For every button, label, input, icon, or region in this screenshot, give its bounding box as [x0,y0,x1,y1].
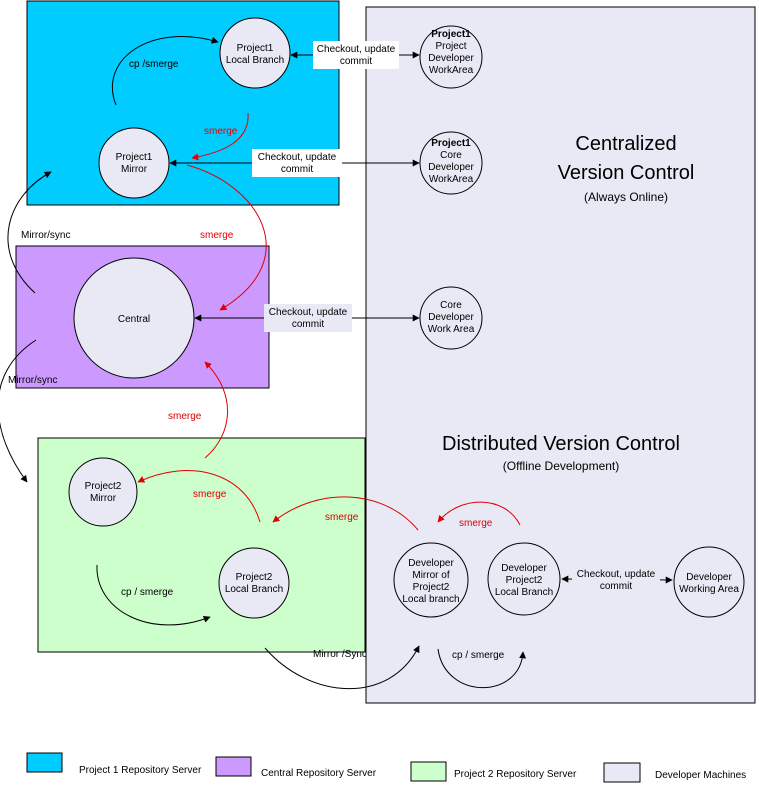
svg-text:Working Area: Working Area [679,584,739,595]
edge-mirror-sync-1 [7,171,52,294]
edge-label-smerge-2: smerge [200,230,234,241]
svg-text:Project1: Project1 [431,138,471,149]
svg-text:Project2: Project2 [506,575,543,586]
node-developer-project2-local-branch[interactable]: Developer Project2 Local Branch [487,542,561,616]
legend-item-central: Central Repository Server [215,756,377,779]
svg-text:Local Branch: Local Branch [225,584,283,595]
distributed-title: Distributed Version Control [442,433,680,455]
legend: Project 1 Repository Server Central Repo… [26,752,746,783]
svg-text:Developer: Developer [428,312,474,323]
svg-text:WorkArea: WorkArea [429,65,474,76]
svg-text:Project: Project [435,41,466,52]
svg-text:Project2: Project2 [413,582,450,593]
svg-text:Developer: Developer [428,162,474,173]
edge-smerge-2 [186,164,267,311]
svg-text:Developer: Developer [428,53,474,64]
edge-label-checkout-4-line1: Checkout, update [577,569,656,580]
edge-smerge-1 [191,112,249,161]
svg-text:Developer Machines: Developer Machines [655,770,746,781]
edge-label-checkout-3-line1: Checkout, update [269,307,348,318]
svg-text:Mirror of: Mirror of [412,570,449,581]
svg-text:Project1: Project1 [116,152,153,163]
svg-text:Project2: Project2 [85,481,122,492]
edge-label-checkout-2-line1: Checkout, update [258,152,337,163]
svg-text:Project 1 Repository Server: Project 1 Repository Server [79,765,202,776]
edge-label-checkout-4-line2: commit [600,581,632,592]
edge-label-mirror-sync-3: Mirror /Sync [313,649,367,660]
node-project2-local-branch[interactable]: Project2 Local Branch [218,547,290,619]
legend-item-project2: Project 2 Repository Server [410,761,577,782]
svg-text:Developer: Developer [686,572,732,583]
svg-text:Work Area: Work Area [428,324,475,335]
svg-text:Developer: Developer [408,558,454,569]
svg-text:Project 2 Repository Server: Project 2 Repository Server [454,769,577,780]
svg-text:Central: Central [118,314,150,325]
centralized-title: Centralized [575,133,676,155]
edge-label-checkout-3-line2: commit [292,319,324,330]
edge-label-smerge-4: smerge [193,489,227,500]
svg-text:Developer: Developer [501,563,547,574]
edge-label-smerge-5: smerge [325,512,359,523]
legend-item-project1: Project 1 Repository Server [26,752,202,776]
node-developer-working-area[interactable]: Developer Working Area [673,546,745,618]
svg-text:Mirror: Mirror [90,493,117,504]
node-project1-core-developer-workarea[interactable]: Project1 Core Developer WorkArea [419,131,483,195]
edge-smerge-4 [137,470,261,523]
edge-label-checkout-1-line1: Checkout, update [317,44,396,55]
node-central[interactable]: Central [73,257,195,379]
node-project1-local-branch[interactable]: Project1 Local Branch [219,17,291,89]
svg-text:Project2: Project2 [236,572,273,583]
svg-text:Core: Core [440,150,462,161]
edge-mirror-sync-3 [264,645,420,690]
node-project2-mirror[interactable]: Project2 Mirror [68,457,138,527]
svg-text:Local Branch: Local Branch [495,587,553,598]
edge-label-cp-smerge-dev: cp / smerge [452,650,505,661]
edge-label-cp-smerge-top: cp /smerge [129,59,179,70]
edge-label-smerge-6: smerge [459,518,493,529]
node-project1-mirror[interactable]: Project1 Mirror [98,127,170,199]
svg-text:Core: Core [440,300,462,311]
node-developer-mirror-of-project2[interactable]: Developer Mirror of Project2 Local branc… [393,542,469,618]
edge-smerge-6 [437,501,521,526]
svg-text:WorkArea: WorkArea [429,174,474,185]
edge-cp-smerge-dev [437,648,527,689]
centralized-subtitle: (Always Online) [584,190,668,204]
svg-text:Local branch: Local branch [402,594,459,605]
distributed-subtitle: (Offline Development) [503,459,620,473]
edge-smerge-3 [204,361,228,459]
edge-label-cp-smerge-p2: cp / smerge [121,587,174,598]
svg-text:Mirror: Mirror [121,164,148,175]
edge-label-checkout-1-line2: commit [340,56,372,67]
edge-label-mirror-sync-2: Mirror/sync [8,375,57,386]
node-core-developer-work-area[interactable]: Core Developer Work Area [419,286,483,350]
edge-mirror-sync-2 [0,339,37,483]
edge-label-smerge-3: smerge [168,411,202,422]
svg-text:Central Repository Server: Central Repository Server [261,768,377,779]
centralized-title-2: Version Control [558,162,695,184]
edge-label-mirror-sync-1: Mirror/sync [21,230,70,241]
node-project1-project-developer-workarea[interactable]: Project1 Project Developer WorkArea [419,25,483,89]
svg-text:Project1: Project1 [431,29,471,40]
edge-cp-smerge-top [111,36,219,106]
svg-text:Local Branch: Local Branch [226,55,284,66]
edge-smerge-5 [272,496,419,531]
legend-item-developer-machines: Developer Machines [603,762,746,783]
svg-text:Project1: Project1 [237,43,274,54]
edge-label-smerge-1: smerge [204,126,238,137]
edge-label-checkout-2-line2: commit [281,164,313,175]
edge-cp-smerge-p2 [96,564,211,626]
